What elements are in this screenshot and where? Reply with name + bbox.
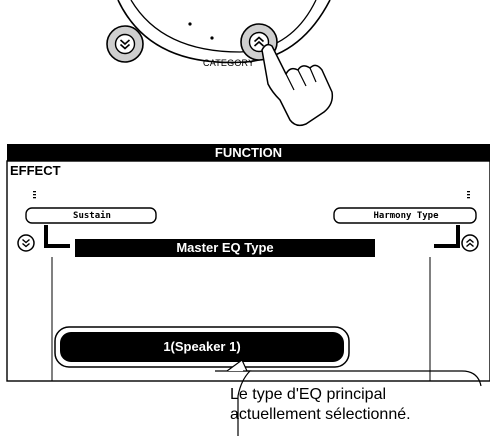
dial-knob xyxy=(117,0,331,64)
lcd-nav-down[interactable] xyxy=(17,234,35,252)
current-value-display: 1(Speaker 1) xyxy=(163,339,241,354)
next-item-frame xyxy=(333,207,477,224)
callout-line-1: Le type d'EQ principal xyxy=(230,386,387,403)
callout-line-2: actuellement sélectionné. xyxy=(230,406,411,423)
function-header: FUNCTION xyxy=(7,144,490,161)
lcd-frame xyxy=(6,160,490,382)
double-chevron-down-icon xyxy=(119,39,131,50)
current-function-title: Master EQ Type xyxy=(75,239,375,257)
callout-text: Le type d'EQ principal actuellement séle… xyxy=(230,385,490,425)
effect-section-label: EFFECT xyxy=(10,163,61,178)
category-down-button[interactable] xyxy=(106,25,144,63)
category-label: CATEGORY xyxy=(203,58,255,68)
item-markers xyxy=(33,191,470,199)
value-pill-inner xyxy=(60,332,344,362)
pointing-hand-icon xyxy=(261,43,334,127)
prev-item-frame xyxy=(25,207,157,224)
double-chevron-up-icon xyxy=(253,36,265,47)
next-item-label: Harmony Type xyxy=(373,211,439,221)
lcd-nav-up[interactable] xyxy=(461,234,479,252)
prev-item-label: Sustain xyxy=(73,211,111,221)
double-chevron-down-icon xyxy=(22,238,30,248)
double-chevron-up-icon xyxy=(466,238,474,248)
